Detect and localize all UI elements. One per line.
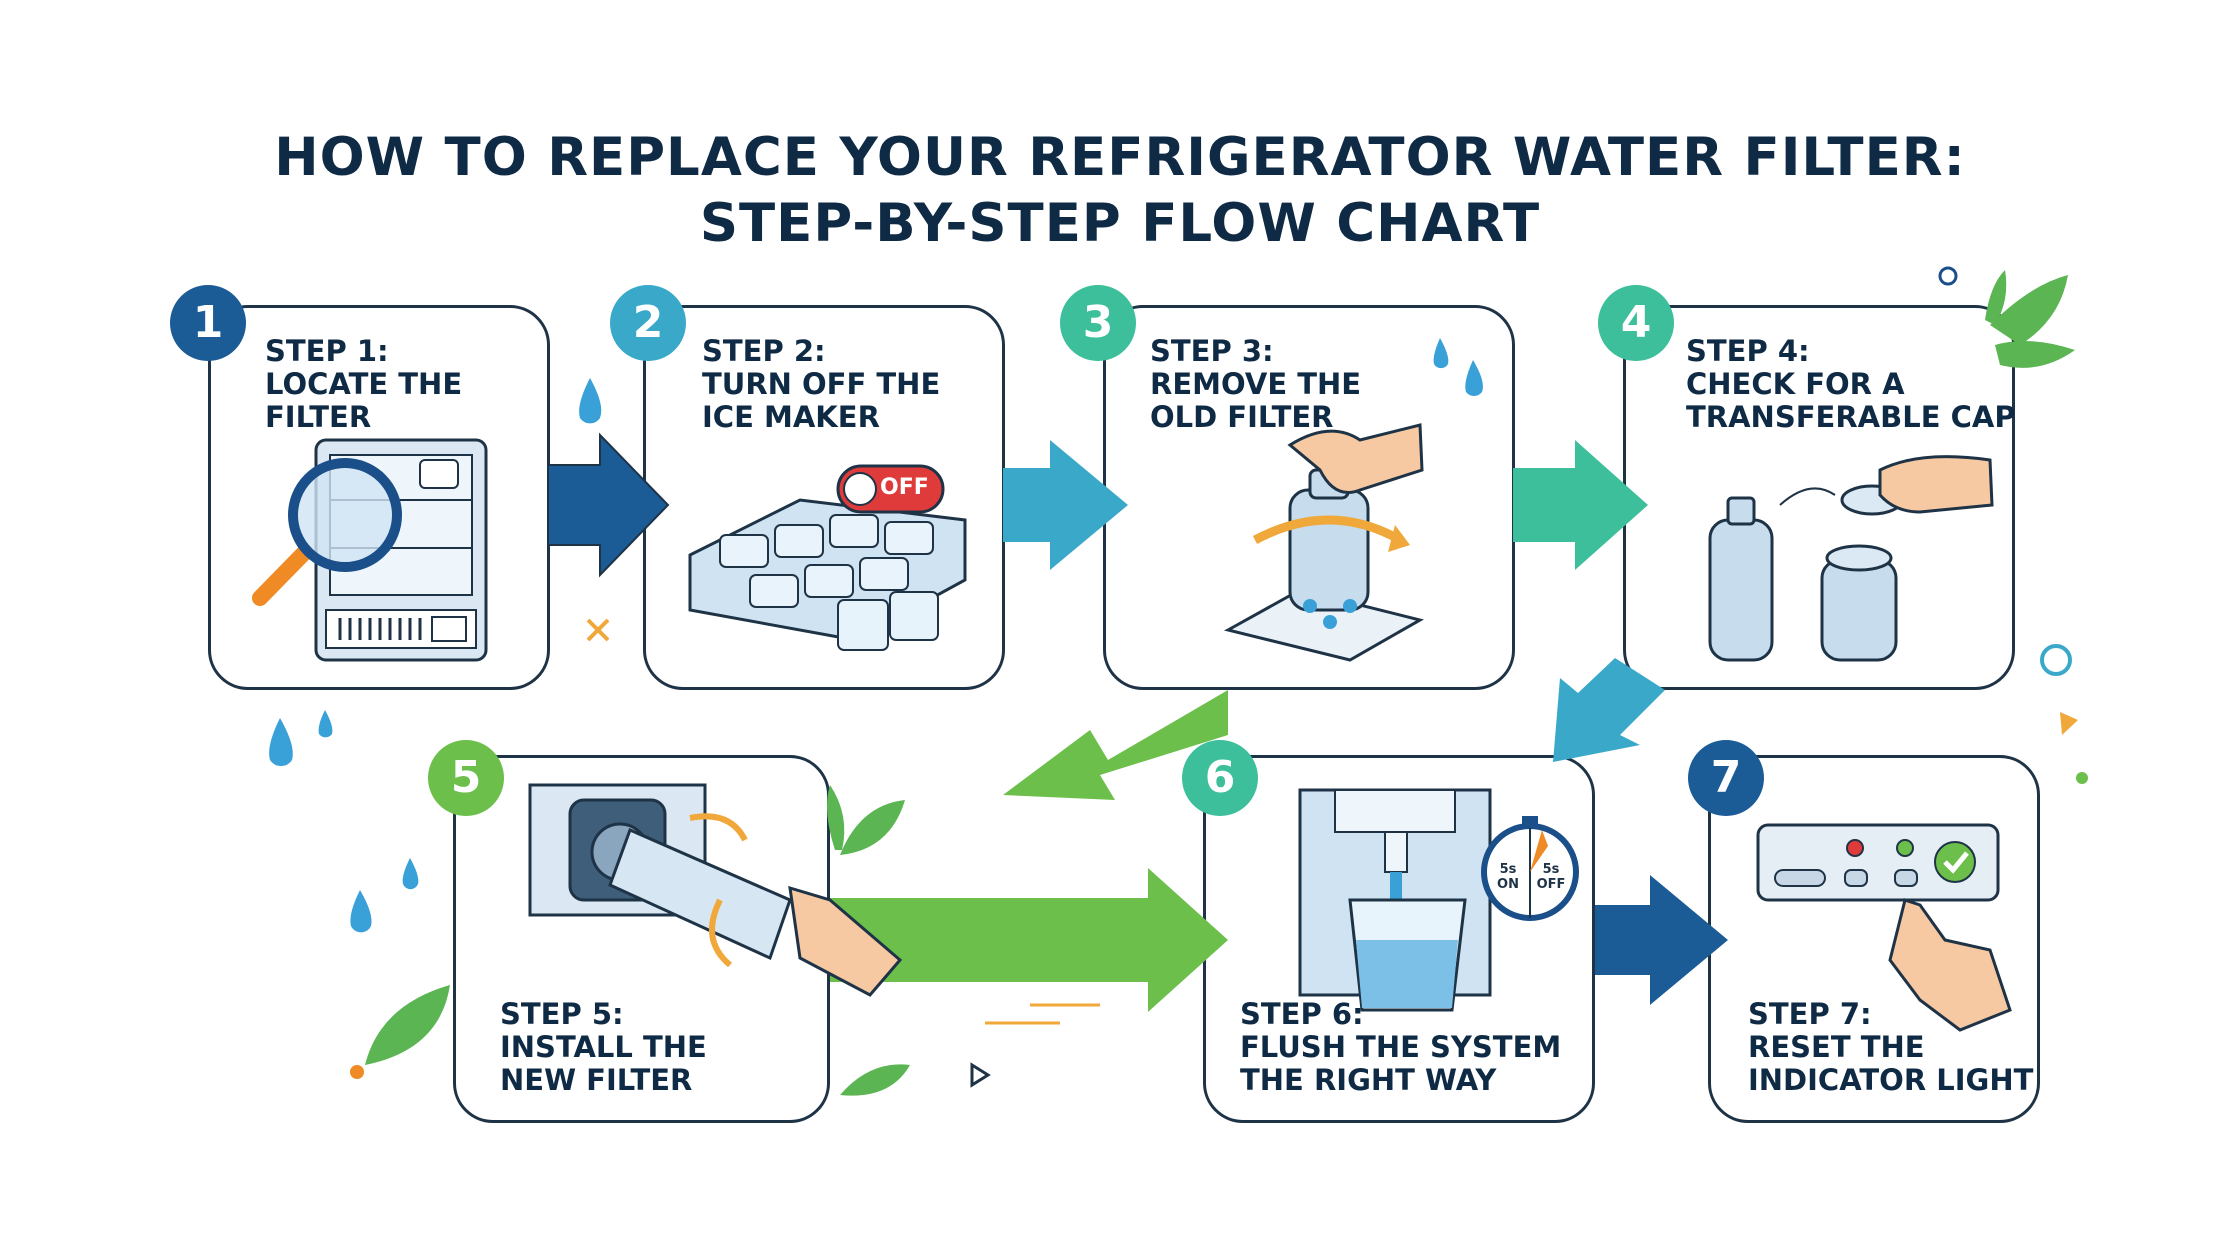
title-line-2: STEP-BY-STEP FLOW CHART: [699, 193, 1541, 254]
step-7-line-1: RESET THE: [1748, 1030, 1925, 1064]
step-4-heading: STEP 4:: [1686, 334, 1810, 368]
page-title: HOW TO REPLACE YOUR REFRIGERATOR WATER F…: [0, 125, 2240, 257]
step-1-heading: STEP 1:: [265, 334, 389, 368]
arrow-3-to-5: [1003, 690, 1228, 800]
step-5-badge: 5: [428, 740, 504, 816]
step-7-line-2: INDICATOR LIGHT: [1748, 1063, 2034, 1097]
arrow-5-to-6: [830, 868, 1228, 1012]
step-6-heading: STEP 6:: [1240, 997, 1364, 1031]
sparkle-decoration: [586, 618, 610, 642]
step-4-label: STEP 4: CHECK FOR A TRANSFERABLE CAP: [1686, 335, 2016, 434]
dot-decoration: [350, 1065, 364, 1079]
motion-lines: [985, 1003, 1100, 1025]
insert-filter-icon: [528, 783, 903, 997]
dispenser-timer-icon: [1298, 788, 1579, 1012]
step-4-badge: 4: [1598, 285, 1674, 361]
leaf-decoration: [365, 270, 2075, 1096]
timer-left-sub: ON: [1497, 877, 1519, 892]
dot-decoration: [2076, 772, 2088, 784]
step-7-heading: STEP 7:: [1748, 997, 1872, 1031]
off-toggle-label: OFF: [880, 475, 929, 500]
step-2-label: STEP 2: TURN OFF THE ICE MAKER: [702, 335, 940, 434]
step-6-line-1: FLUSH THE SYSTEM: [1240, 1030, 1562, 1064]
ice-tray-icon: [688, 464, 967, 651]
step-3-badge: 3: [1060, 285, 1136, 361]
step-6-badge: 6: [1182, 740, 1258, 816]
hand-twisting-filter-icon: [1223, 423, 1424, 662]
title-line-1: HOW TO REPLACE YOUR REFRIGERATOR WATER F…: [274, 127, 1966, 188]
step-7-badge: 7: [1688, 740, 1764, 816]
step-1-badge: 1: [170, 285, 246, 361]
step-2-heading: STEP 2:: [702, 334, 826, 368]
step-1-line-2: FILTER: [265, 400, 372, 434]
step-7-card: [1708, 755, 2040, 1123]
arrow-3-to-4: [1513, 440, 1648, 570]
timer-left-value: 5s: [1499, 862, 1517, 877]
play-decoration: [970, 1062, 991, 1088]
arrow-2-to-3: [1003, 440, 1128, 570]
decoration: [269, 338, 1483, 933]
arrow-1-to-2: [547, 432, 670, 578]
step-3-line-2: OLD FILTER: [1150, 400, 1334, 434]
filter-cap-icon: [1708, 455, 1994, 662]
step-6-line-2: THE RIGHT WAY: [1240, 1063, 1497, 1097]
step-1-label: STEP 1: LOCATE THE FILTER: [265, 335, 462, 434]
step-2-line-1: TURN OFF THE: [702, 367, 941, 401]
step-5-line-1: INSTALL THE: [500, 1030, 707, 1064]
timer-right-value: 5s: [1542, 862, 1560, 877]
timer-left: 5s ON: [1493, 862, 1523, 892]
step-3-label: STEP 3: REMOVE THE OLD FILTER: [1150, 335, 1361, 434]
step-6-label: STEP 6: FLUSH THE SYSTEM THE RIGHT WAY: [1240, 998, 1561, 1097]
step-7-label: STEP 7: RESET THE INDICATOR LIGHT: [1748, 998, 2033, 1097]
step-2-line-2: ICE MAKER: [702, 400, 880, 434]
ring-decoration: [1938, 266, 1958, 286]
step-3-heading: STEP 3:: [1150, 334, 1274, 368]
step-5-heading: STEP 5:: [500, 997, 624, 1031]
arrow-6-to-7: [1595, 875, 1728, 1005]
arrow-4-to-6: [1553, 658, 1665, 762]
step-1-line-1: LOCATE THE: [265, 367, 463, 401]
step-2-badge: 2: [610, 285, 686, 361]
step-5-label: STEP 5: INSTALL THE NEW FILTER: [500, 998, 707, 1097]
timer-right-sub: OFF: [1536, 877, 1566, 892]
step-5-line-2: NEW FILTER: [500, 1063, 693, 1097]
step-4-line-2: TRANSFERABLE CAP: [1686, 400, 2016, 434]
spark-decoration: [2060, 712, 2078, 735]
timer-right: 5s OFF: [1534, 862, 1568, 892]
reset-panel-icon: [1756, 823, 2012, 1032]
step-3-line-1: REMOVE THE: [1150, 367, 1362, 401]
step-4-line-1: CHECK FOR A: [1686, 367, 1905, 401]
ring-decoration: [2040, 644, 2072, 676]
fridge-magnifier-icon: [252, 438, 488, 662]
